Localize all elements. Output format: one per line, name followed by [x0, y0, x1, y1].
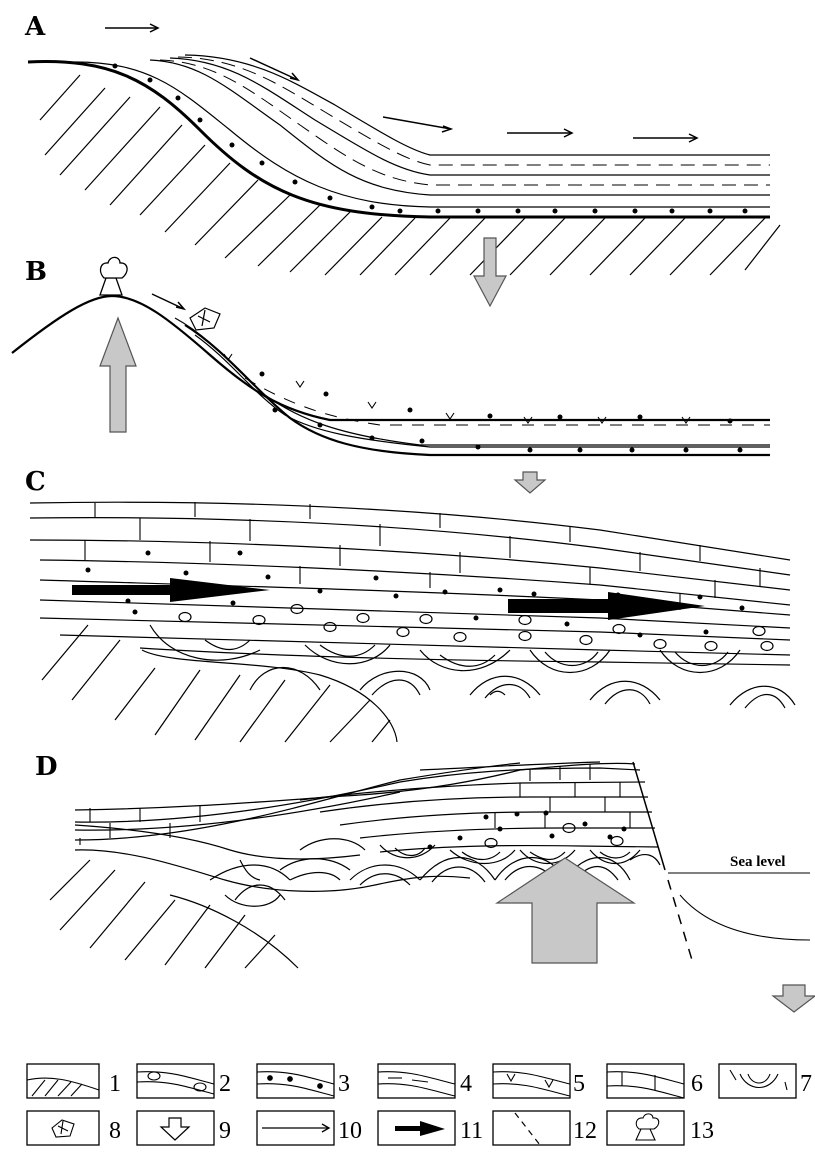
subsidence-arrow: [474, 238, 506, 306]
stratum-line: [340, 812, 652, 825]
basement-surface: [142, 650, 397, 742]
legend-item-9: 9: [137, 1111, 231, 1145]
legend-item-8: 8: [27, 1111, 121, 1145]
legend-number-4: 4: [460, 1071, 472, 1097]
panel-c-label: C: [25, 467, 46, 497]
current-direction-arrow: [152, 294, 184, 309]
subsidence-arrow: [773, 985, 815, 1012]
panel-a: A: [24, 12, 780, 306]
legend-number-8: 8: [109, 1118, 121, 1144]
legend-item-4: 4: [378, 1064, 472, 1098]
fault-dashed-line: [668, 880, 692, 960]
legend-number-2: 2: [219, 1071, 231, 1097]
legend-item-12: 12: [493, 1111, 597, 1145]
legend-number-7: 7: [800, 1071, 812, 1097]
panel-d: D: [35, 752, 815, 1012]
panel-b: B: [12, 257, 770, 493]
stratum-line: [185, 55, 770, 155]
legend-number-11: 11: [460, 1118, 483, 1144]
seafloor-curve: [680, 895, 810, 940]
basement-surface: [28, 62, 770, 217]
legend-number-1: 1: [109, 1071, 121, 1097]
legend-item-1: 1: [27, 1064, 121, 1098]
legend-number-9: 9: [219, 1118, 231, 1144]
legend-number-5: 5: [573, 1071, 585, 1097]
uplift-arrow: [100, 318, 136, 432]
rock-fragment-icon: [190, 308, 220, 330]
slump-folds: [150, 625, 795, 708]
legend-number-3: 3: [338, 1071, 350, 1097]
legend-item-11: 11: [378, 1111, 483, 1145]
upper-surface: [75, 763, 635, 810]
stratum-line: [170, 58, 770, 175]
legend-number-12: 12: [573, 1118, 597, 1144]
brick-joints: [80, 764, 630, 845]
basement-hatching: [50, 860, 275, 968]
legend: 1 2 3 4: [27, 1064, 812, 1145]
legend-item-6: 6: [607, 1064, 703, 1098]
volcano-icon: [100, 257, 127, 295]
pebbles: [179, 605, 773, 651]
basement-surface: [185, 325, 770, 455]
legend-item-3: 3: [257, 1064, 350, 1098]
panel-b-label: B: [25, 257, 47, 287]
legend-item-10: 10: [257, 1111, 362, 1145]
shale-dashed-line: [178, 57, 770, 165]
legend-number-13: 13: [690, 1118, 714, 1144]
legend-number-10: 10: [338, 1118, 362, 1144]
legend-item-2: 2: [137, 1064, 231, 1098]
legend-number-6: 6: [691, 1071, 703, 1097]
stratum-line: [75, 792, 400, 830]
panel-d-label: D: [35, 752, 58, 782]
legend-item-5: 5: [493, 1064, 585, 1098]
legend-item-13: 13: [607, 1111, 714, 1145]
stratum-line: [195, 335, 770, 447]
stratum-line: [175, 318, 770, 445]
basement-curve: [170, 895, 298, 968]
sea-level-label: Sea level: [730, 854, 785, 870]
panel-c: C: [25, 467, 795, 742]
subsidence-arrow: [515, 472, 545, 493]
panel-a-label: A: [24, 12, 46, 42]
fault-line: [633, 762, 665, 870]
legend-item-7: 7: [719, 1064, 812, 1098]
shale-dashed-line: [160, 60, 770, 185]
limestone-layers: [30, 502, 790, 665]
